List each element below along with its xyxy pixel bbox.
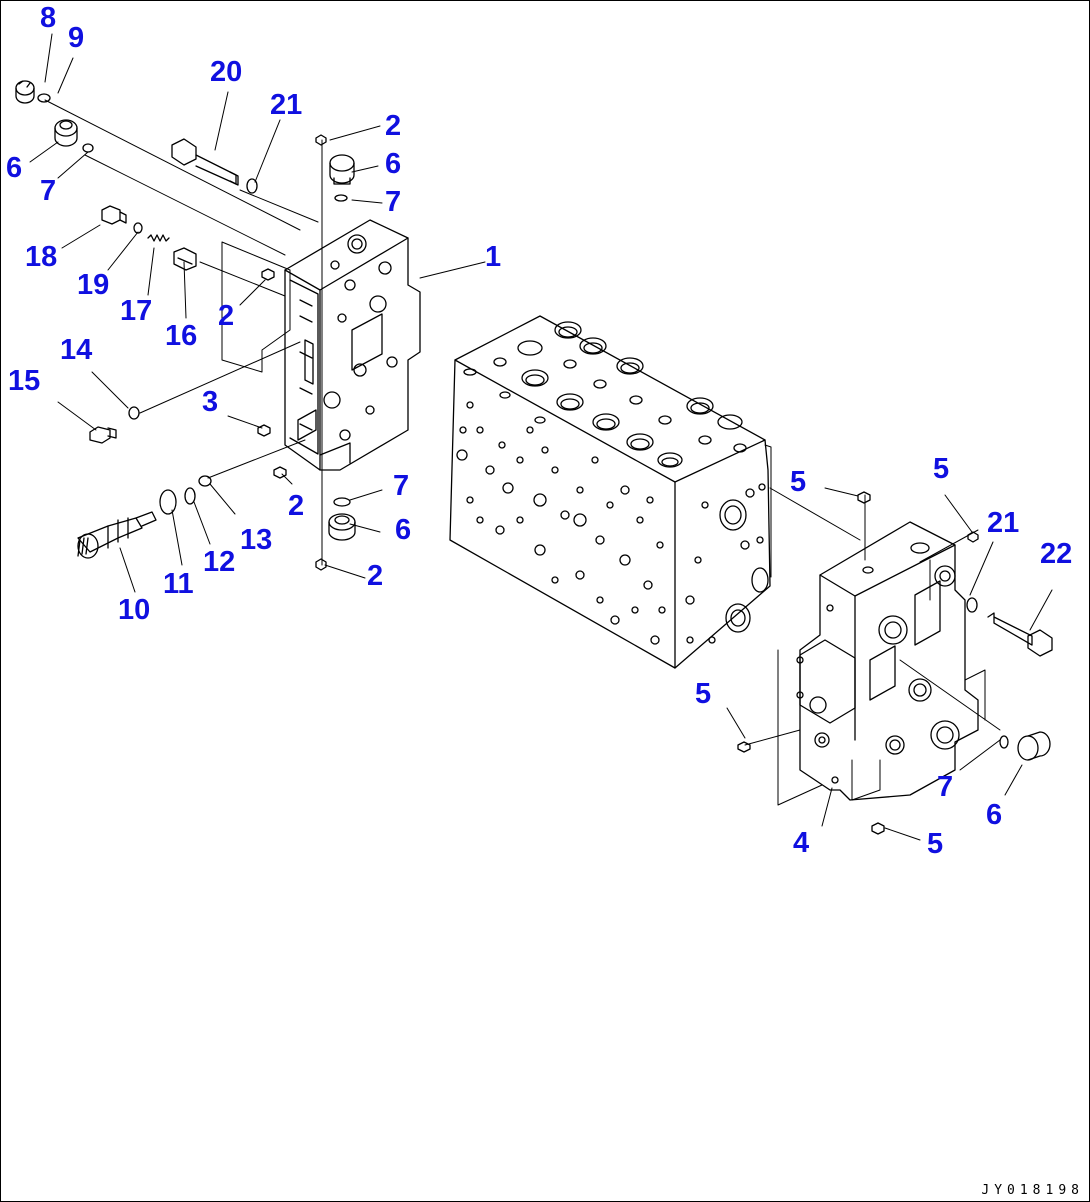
central-valve-block: [449, 315, 772, 669]
part-13-washer: [198, 475, 212, 487]
callout-19: 19: [77, 269, 110, 301]
part-5-screw-bottom: [871, 822, 885, 835]
part-20-bolt: [171, 138, 239, 186]
callout-6: 6: [986, 799, 1003, 831]
callout-7: 7: [937, 771, 954, 803]
callout-11: 11: [163, 568, 194, 600]
part-22-bolt: [987, 612, 1053, 657]
part-16-valve: [173, 247, 197, 271]
part-6-plug-bottom: [328, 513, 356, 541]
side-face-ports: [685, 483, 769, 644]
part-2-screw-c: [273, 466, 287, 479]
callout-18: 18: [25, 241, 58, 273]
callout-7: 7: [393, 470, 410, 502]
drawing-code: JY018198: [981, 1183, 1084, 1198]
part-7-oring-top: [334, 194, 348, 202]
callout-1: 1: [485, 241, 502, 273]
part-15-fitting: [89, 426, 117, 444]
part-1-left-housing: [221, 219, 421, 471]
top-face-ports: [463, 321, 747, 468]
callout-13: 13: [240, 524, 273, 556]
part-9-oring: [37, 93, 51, 103]
front-face-holes: [456, 401, 666, 645]
callout-10: 10: [118, 594, 151, 626]
part-21-washer-left: [246, 178, 258, 194]
callout-5: 5: [927, 828, 944, 860]
callout-15: 15: [8, 365, 41, 397]
part-19-oring: [133, 222, 143, 234]
part-4-right-housing: [777, 521, 986, 806]
callout-7: 7: [40, 175, 57, 207]
part-2-screw-d: [315, 558, 327, 571]
part-7-oring-left: [82, 143, 94, 153]
part-11-oring: [159, 489, 177, 515]
callout-21: 21: [270, 89, 303, 121]
callout-2: 2: [367, 560, 384, 592]
part-6-plug-right: [1017, 731, 1051, 761]
part-18-fitting: [101, 205, 127, 225]
leader-lines: [29, 33, 1053, 841]
part-5-screw-right: [967, 531, 979, 543]
callout-8: 8: [40, 2, 57, 34]
part-12-oring: [184, 487, 196, 505]
callout-22: 22: [1040, 538, 1073, 570]
callout-20: 20: [210, 56, 243, 88]
callout-4: 4: [793, 827, 810, 859]
part-21-washer-right: [966, 597, 978, 613]
part-2-screw-a: [315, 134, 327, 146]
callout-14: 14: [60, 334, 93, 366]
part-17-spring: [147, 234, 170, 242]
callout-16: 16: [165, 320, 198, 352]
part-14-plug: [128, 406, 140, 420]
callout-2: 2: [288, 490, 305, 522]
callout-2: 2: [385, 110, 402, 142]
part-6-plug-top: [329, 154, 355, 185]
part-7-oring-right: [999, 735, 1009, 749]
part-8-plug: [15, 80, 35, 104]
callout-6: 6: [395, 514, 412, 546]
part-5-screw-top: [857, 491, 871, 504]
callout-9: 9: [68, 22, 85, 54]
callout-21: 21: [987, 507, 1020, 539]
callout-17: 17: [120, 295, 153, 327]
part-2-screw-b: [261, 268, 275, 281]
part-6-plug-left: [54, 119, 78, 147]
callout-3: 3: [202, 386, 219, 418]
callout-5: 5: [933, 453, 950, 485]
part-3-screw: [257, 424, 271, 437]
part-10-relief-valve: [77, 511, 157, 559]
part-5-screw-left: [737, 741, 751, 753]
callout-5: 5: [790, 466, 807, 498]
callout-5: 5: [695, 678, 712, 710]
callout-6: 6: [6, 152, 23, 184]
assembly-axis-lines: [44, 99, 1001, 746]
callout-2: 2: [218, 300, 235, 332]
callout-7: 7: [385, 186, 402, 218]
callout-6: 6: [385, 148, 402, 180]
part-7-oring-bottom: [333, 497, 351, 507]
callout-12: 12: [203, 546, 236, 578]
